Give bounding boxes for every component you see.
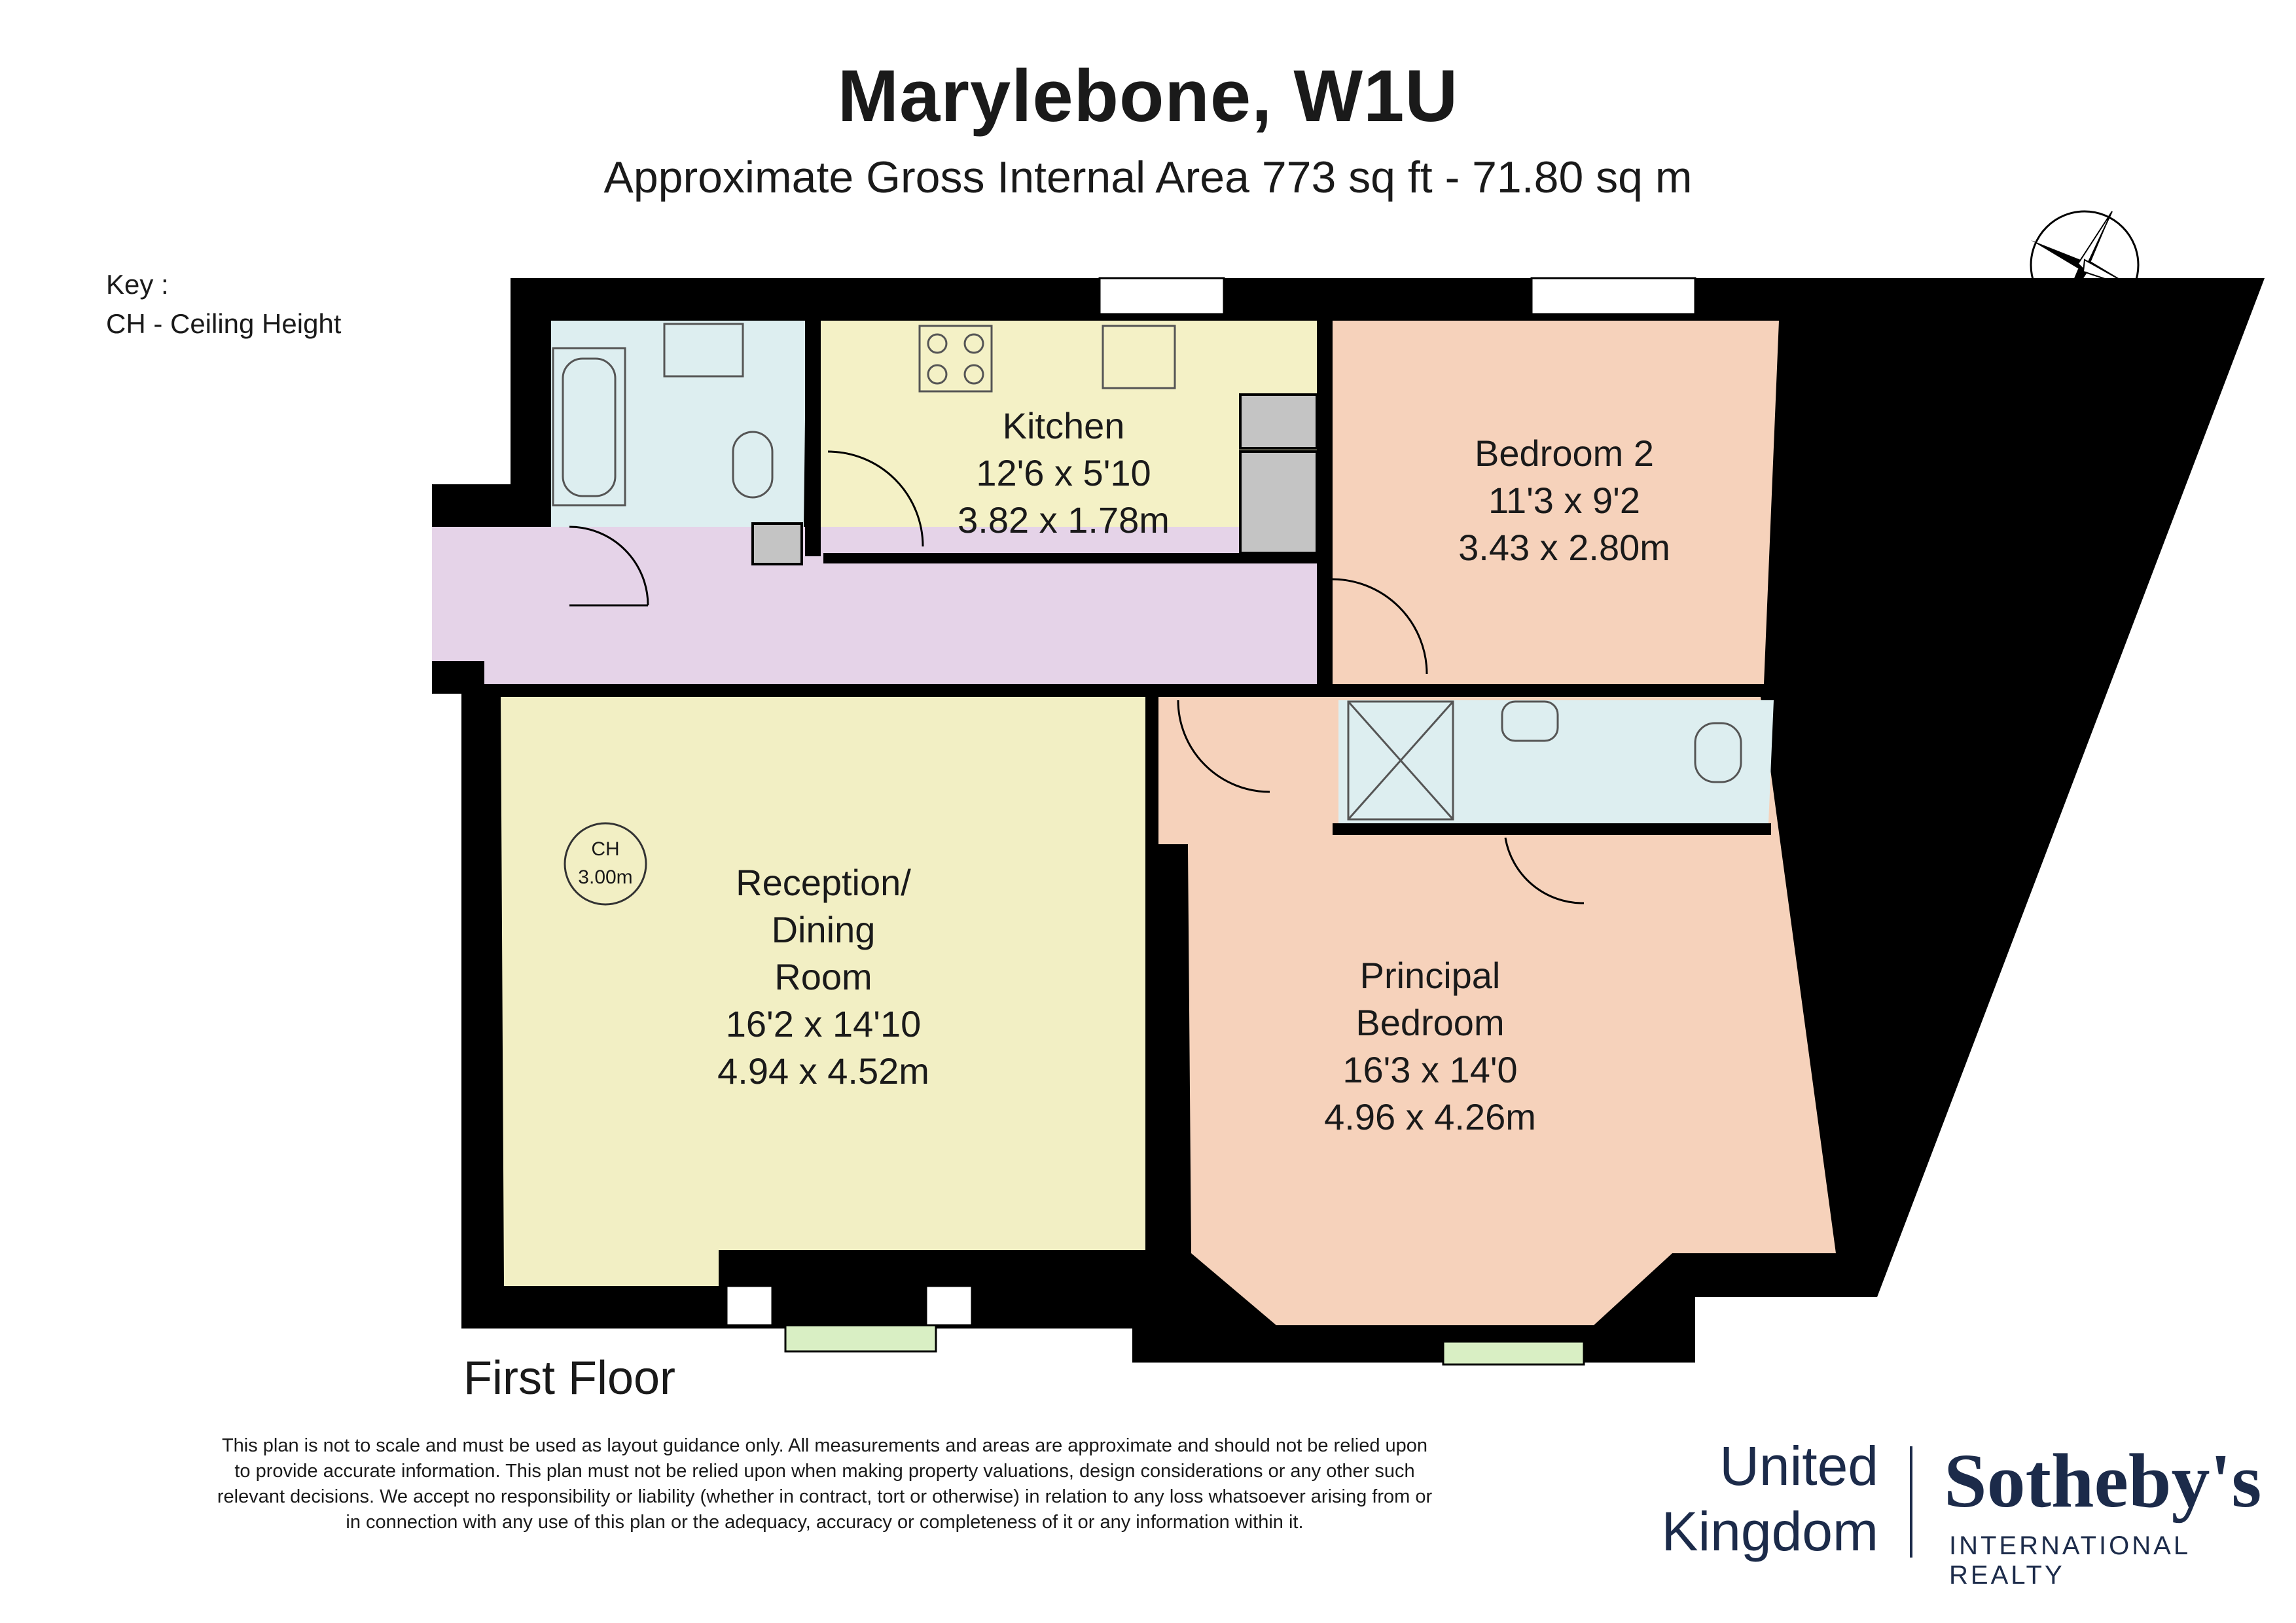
toilet-icon [732,431,774,499]
kitchen-sink-icon [1102,325,1176,389]
key-entry: CH - Ceiling Height [106,308,342,339]
reception-area [501,697,1145,1286]
bath-icon [552,347,626,507]
principal-metric: 4.96 x 4.26m [1324,1096,1536,1137]
shower-icon [1347,700,1454,821]
page-title: Marylebone, W1U [837,55,1459,137]
ensuite-sink-icon [1501,700,1559,742]
fixtures [552,323,1742,821]
ceiling-marker-line1: CH [591,838,619,860]
reception-name-line3: Room [774,956,872,997]
hob-icon [918,325,993,393]
key-heading: Key : [106,269,169,300]
ensuite-toilet-icon [1694,722,1742,783]
key-legend: Key : CH - Ceiling Height [106,265,341,344]
reception-imperial: 16'2 x 14'10 [726,1003,922,1044]
ensuite-area [1338,700,1774,823]
reception-name-line1: Reception/ [736,862,911,903]
storage [751,393,1318,565]
principal-bedroom-area [1158,697,1836,1325]
door-swings [569,450,1585,904]
principal-imperial: 16'3 x 14'0 [1342,1049,1517,1090]
ceiling-marker-line2: 3.00m [578,866,632,888]
windows [725,277,1696,1366]
reception-name-line2: Dining [772,909,876,950]
principal-name-line1: Principal [1360,955,1501,996]
disclaimer-text: This plan is not to scale and must be us… [217,1435,1433,1533]
principal-name-line2: Bedroom [1355,1002,1504,1043]
hallway-area [432,527,1317,684]
kitchen-name: Kitchen [1003,405,1125,446]
brand-name: Sotheby's [1944,1438,2262,1524]
sink-icon [663,323,744,378]
brand-tagline: INTERNATIONAL REALTY [1949,1531,2190,1590]
kitchen-metric: 3.82 x 1.78m [958,499,1170,541]
brand-region-line1: United [1719,1435,1878,1497]
brand-region-line2: Kingdom [1661,1501,1878,1562]
area-subtitle: Approximate Gross Internal Area 773 sq f… [603,152,1693,202]
kitchen-imperial: 12'6 x 5'10 [976,452,1151,493]
bedroom-2-metric: 3.43 x 2.80m [1458,527,1670,568]
brand-divider [1910,1446,1912,1558]
brand-region: United Kingdom [1610,1433,1878,1564]
bedroom-2-name: Bedroom 2 [1475,433,1654,474]
bedroom-2-area [1332,321,1779,684]
room-fills [432,321,1836,1325]
interior-walls [484,308,1784,1263]
reception-metric: 4.94 x 4.52m [717,1050,929,1092]
bedroom-2-imperial: 11'3 x 9'2 [1488,480,1640,521]
ceiling-height-marker: CH 3.00m [564,822,647,906]
floor-label: First Floor [463,1352,675,1404]
